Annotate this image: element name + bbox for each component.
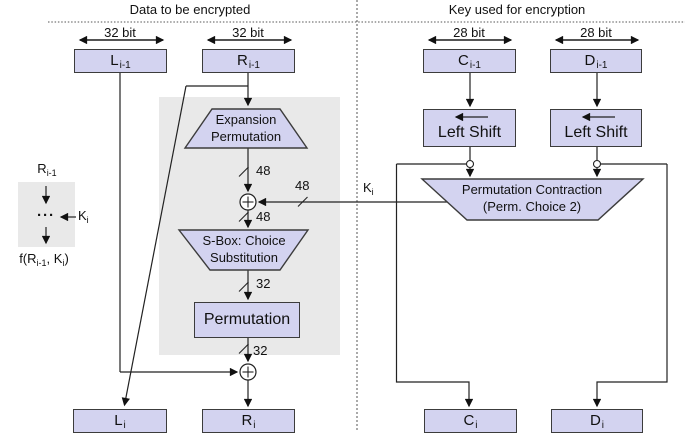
box-l-prev: Li-1 xyxy=(74,49,167,73)
register-label: Di xyxy=(589,411,605,431)
inset-input-label: Ri-1 xyxy=(37,161,57,178)
box-r-next: Ri xyxy=(202,409,295,433)
branch-nodes xyxy=(465,159,602,169)
sbox-label: S-Box: Choice Substitution xyxy=(202,233,286,265)
permutation-contraction-label: Permutation Contraction (Perm. Choice 2) xyxy=(461,182,603,214)
box-c-next: Ci xyxy=(424,409,517,433)
box-c-prev: Ci-1 xyxy=(423,49,516,73)
register-label: Li-1 xyxy=(110,51,131,71)
section-header-key: Key used for encryption xyxy=(448,2,586,17)
bit-label-c: 28 bit xyxy=(453,25,485,40)
wire-label-48-expansion: 48 xyxy=(256,163,271,178)
key-wire-label: Ki xyxy=(363,180,374,197)
wire-label-48-xor: 48 xyxy=(256,209,271,224)
wire-label-32-perm: 32 xyxy=(253,343,268,358)
register-label: Di-1 xyxy=(584,51,608,71)
permutation-block: Permutation xyxy=(194,302,300,338)
register-label: Ri xyxy=(241,411,256,431)
left-shift-d-block: Left Shift xyxy=(550,109,642,147)
section-header-data: Data to be encrypted xyxy=(129,2,251,17)
inset-key-label: Ki xyxy=(78,208,89,225)
register-label: Ci xyxy=(463,411,478,431)
register-label: Li xyxy=(114,411,126,431)
register-label: Ri-1 xyxy=(237,51,260,71)
box-d-prev: Di-1 xyxy=(550,49,642,73)
bit-label-r: 32 bit xyxy=(232,25,264,40)
xor-icon xyxy=(239,363,257,381)
box-r-prev: Ri-1 xyxy=(202,49,295,73)
left-shift-c-block: Left Shift xyxy=(423,109,516,147)
bit-label-d: 28 bit xyxy=(580,25,612,40)
wire-label-48-key: 48 xyxy=(295,178,310,193)
register-label: Ci-1 xyxy=(458,51,481,71)
box-l-next: Li xyxy=(73,409,167,433)
branch-node-icon xyxy=(465,159,475,169)
expansion-permutation-label: Expansion Permutation xyxy=(210,112,282,144)
bit-label-l: 32 bit xyxy=(104,25,136,40)
inset-output-label: f(Ri-1, Ki) xyxy=(19,251,69,268)
branch-node-icon xyxy=(592,159,602,169)
box-d-next: Di xyxy=(551,409,643,433)
inset-dots: ··· xyxy=(37,207,55,224)
wire-label-32-sbox: 32 xyxy=(256,276,271,291)
